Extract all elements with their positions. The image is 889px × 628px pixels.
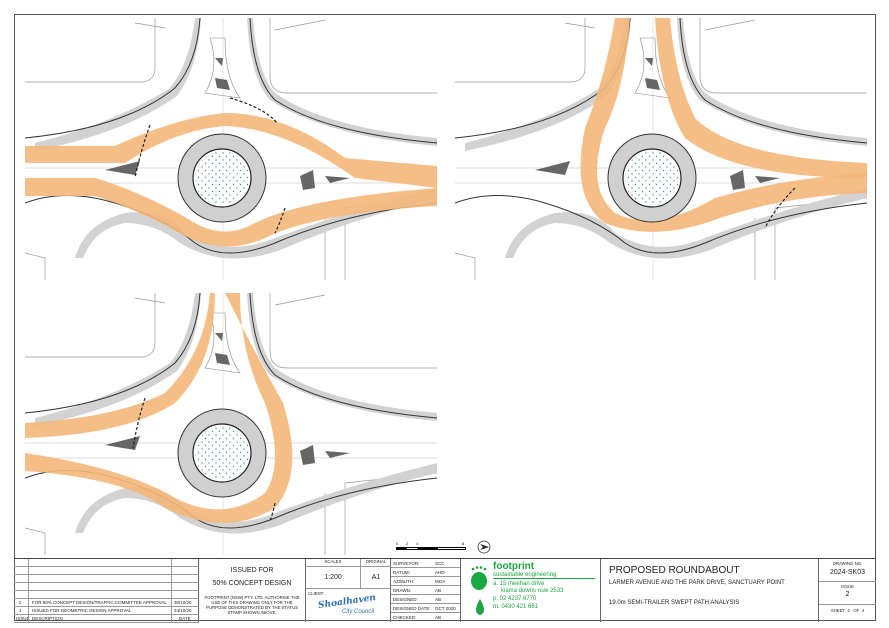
north-arrow-icon [477,540,491,554]
company-phone: p. 02 4237 6770 [493,596,537,602]
issue-value: 2 [819,591,876,605]
company-address: a. 15 meehan drive [493,581,545,587]
title-subtitle: 19.0m SEMI-TRAILER SWEPT PATH ANALYSIS [609,600,740,606]
title-location: LARMER AVENUE AND THE PARK DRIVE, SANCTU… [609,580,785,586]
scales-label: SCALES [306,559,361,567]
status-line: ISSUED FOR [230,567,274,574]
scale-bar: 0 2 4 8 [396,541,466,553]
company-name: footprint [493,561,535,572]
original-label: ORIGINAL [361,559,391,567]
drawing-sheet [14,14,876,621]
survey-row: DESIGNED:AB [391,595,460,604]
survey-row: DATUM:AHD [391,568,460,577]
swept-path-panel-east-west [25,18,437,280]
status-stamp: ISSUED FOR 50% CONCEPT DESIGN FOOTPRINT … [199,559,306,622]
swept-path-panel-north-east [455,18,867,280]
original-size: A1 [361,567,391,589]
issue-label: ISSUE [841,584,854,589]
status-line: 50% CONCEPT DESIGN [212,580,292,587]
company-tagline: sustainable engineering [493,572,595,579]
scale-label: 2 [406,541,409,546]
footprint-logo-icon [471,566,487,615]
scale-label: 4 [416,541,419,546]
survey-row: SURVEYOR:SCC [391,559,460,568]
title-main: PROPOSED ROUNDABOUT [609,565,740,576]
survey-row: AZIMUTH:MGA [391,577,460,586]
drawing-no-label: DRAWING NO. [832,561,863,566]
company-address: kiama downs nsw 2533 [501,588,564,594]
sheet-number: SHEET 2 OF 4 [830,608,865,613]
swept-path-panel-north-west [25,293,437,555]
scale-label: 8 [462,541,465,546]
company-mobile: m. 0430 421 661 [493,604,539,610]
survey-row: CHECKED:AB [393,615,442,620]
scales-box: SCALES ORIGINAL 1:200 A1 CLIENT: Shoalha… [306,559,391,622]
scale-value: 1:200 [306,567,361,589]
survey-info: SURVEYOR:SCC DATUM:AHD AZIMUTH:MGA DRAWN… [391,559,461,622]
company-block: footprint sustainable engineering a. 15 … [461,559,601,622]
scale-label: 0 [396,541,399,546]
survey-row: DESIGNED DATE:OCT 2020 [391,604,460,613]
drawing-no: 2024-SK03 [819,569,876,582]
disclaimer: FOOTPRINT (NSW) PTY. LTD. AUTHORISE THE … [204,595,300,615]
client-label: CLIENT: [308,591,324,596]
drawing-title: PROPOSED ROUNDABOUT LARMER AVENUE AND TH… [601,559,819,622]
survey-row: DRAWN:AB [391,586,460,595]
drawing-number-box: DRAWING NO. 2024-SK03 ISSUE 2 SHEET 2 OF… [819,559,876,622]
client-logo-sub: City Council [342,609,375,615]
